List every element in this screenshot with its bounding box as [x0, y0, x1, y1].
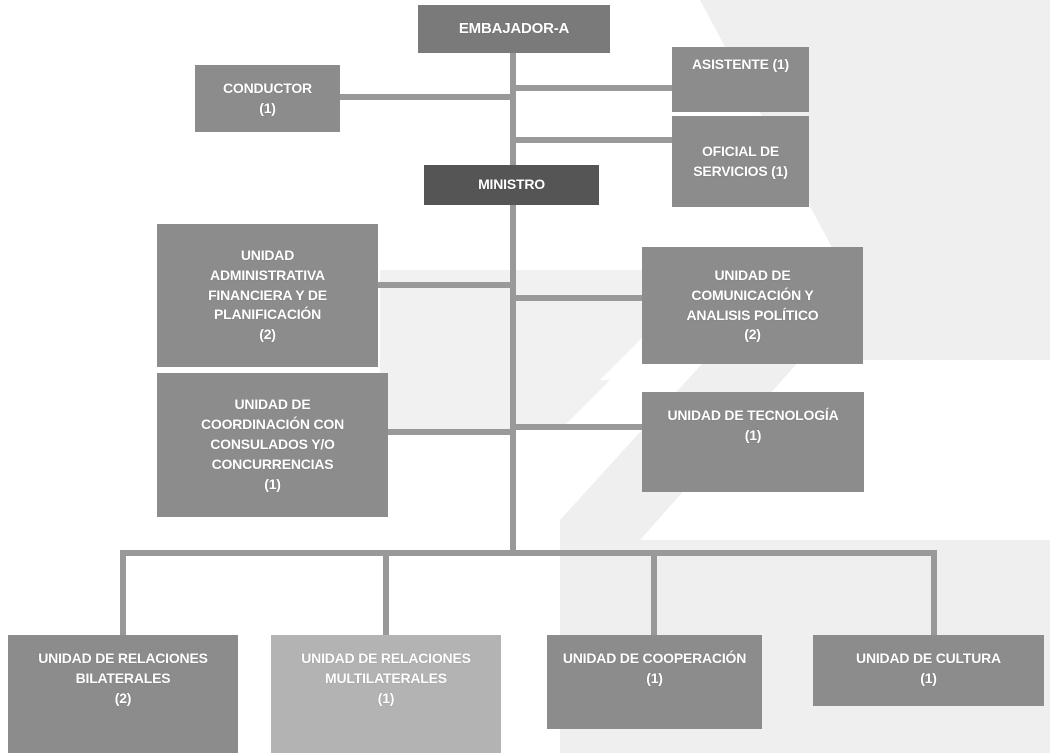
box-cooperacion: UNIDAD DE COOPERACIÓN(1) [547, 635, 762, 729]
label-tecnologia: UNIDAD DE TECNOLOGÍA(1) [667, 407, 839, 443]
label-cooperacion: UNIDAD DE COOPERACIÓN(1) [562, 650, 747, 686]
box-asistente: ASISTENTE (1) [672, 47, 809, 112]
label-asistente: ASISTENTE (1) [692, 56, 789, 72]
label-embajador: EMBAJADOR-A [458, 20, 570, 38]
label-ministro: MINISTRO [478, 176, 545, 193]
label-conductor: CONDUCTOR(1) [223, 79, 312, 116]
box-conductor: CONDUCTOR(1) [195, 65, 340, 132]
watermark-shape-middle [380, 270, 720, 430]
box-ministro: MINISTRO [424, 165, 599, 205]
box-tecnologia: UNIDAD DE TECNOLOGÍA(1) [642, 392, 864, 492]
box-embajador: EMBAJADOR-A [418, 5, 610, 53]
label-cultura: UNIDAD DE CULTURA(1) [856, 650, 1001, 686]
box-cultura: UNIDAD DE CULTURA(1) [813, 635, 1044, 706]
